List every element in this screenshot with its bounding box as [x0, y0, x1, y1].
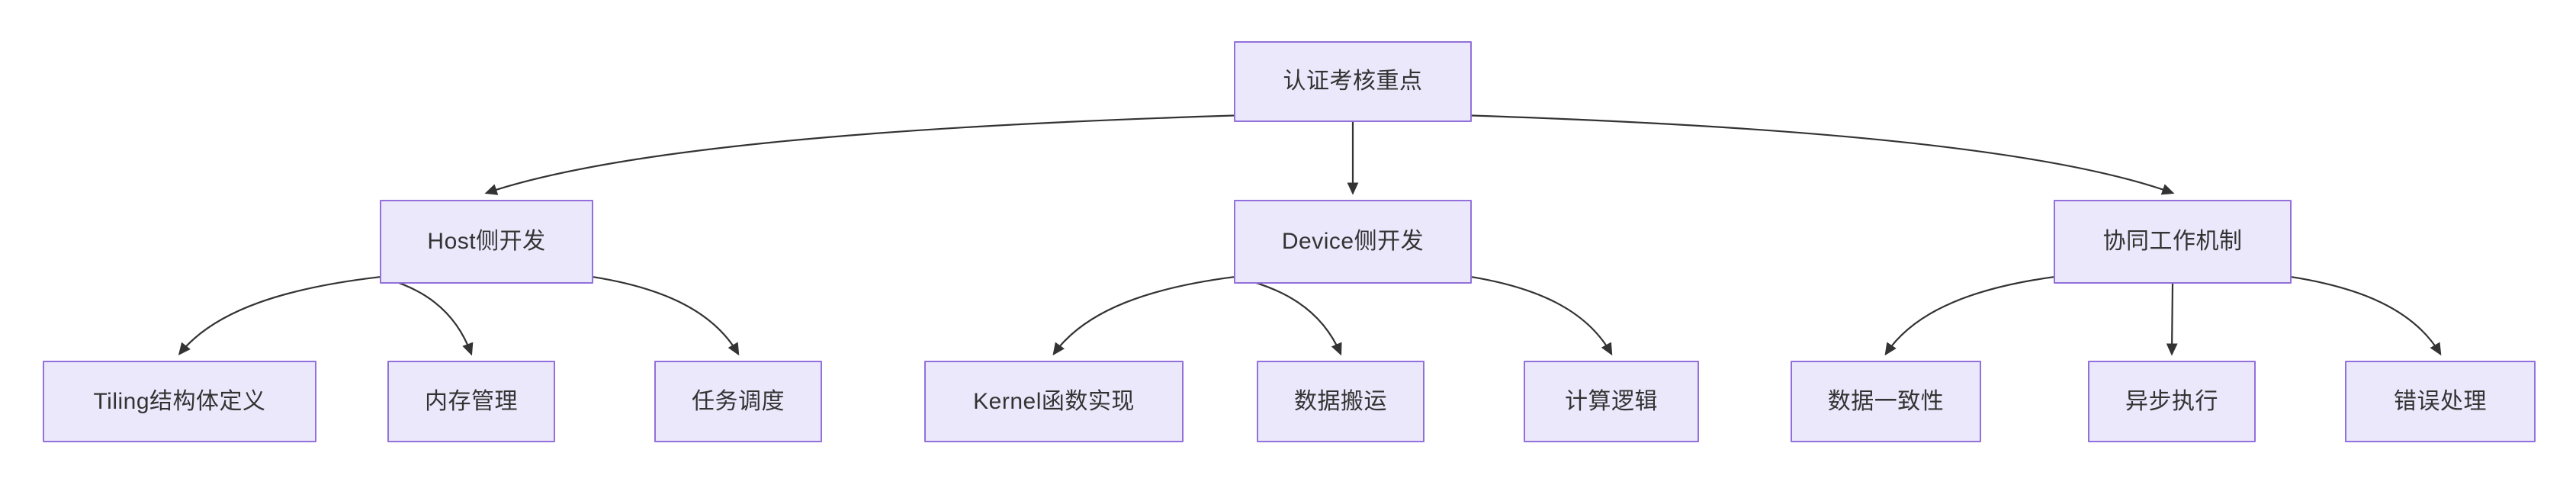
flow-node-label: 协同工作机制 [2102, 229, 2243, 254]
flow-node-error[interactable]: 错误处理 [2345, 361, 2536, 442]
flow-node-kernel[interactable]: Kernel函数实现 [924, 361, 1184, 442]
flow-node-label: 计算逻辑 [1565, 388, 1658, 414]
flow-node-label: 数据一致性 [1827, 388, 1945, 414]
flow-node-label: 认证考核重点 [1283, 69, 1423, 94]
flow-node-coop[interactable]: 协同工作机制 [2054, 200, 2292, 284]
flow-edge-root-to-host [484, 114, 1235, 195]
flow-node-label: 数据搬运 [1294, 388, 1387, 414]
flow-edge-root-to-coop [1471, 114, 2175, 195]
flow-node-tiling[interactable]: Tiling结构体定义 [43, 361, 316, 442]
flow-node-label: Host侧开发 [427, 229, 546, 254]
flow-edge-host-to-tiling [178, 276, 381, 356]
flow-node-consis[interactable]: 数据一致性 [1791, 361, 1981, 442]
flow-node-label: 错误处理 [2394, 388, 2487, 414]
flow-node-label: Kernel函数实现 [973, 388, 1135, 414]
flow-edge-host-to-mem [379, 276, 474, 356]
flow-node-label: Device侧开发 [1281, 229, 1425, 254]
flow-node-sched[interactable]: 任务调度 [654, 361, 822, 442]
flow-node-host[interactable]: Host侧开发 [380, 200, 593, 284]
flow-node-mem[interactable]: 内存管理 [387, 361, 555, 442]
flow-node-async[interactable]: 异步执行 [2088, 361, 2256, 442]
flow-node-label: 任务调度 [692, 388, 785, 414]
flow-edge-coop-to-error [2291, 276, 2442, 356]
flow-edge-device-to-calc [1471, 276, 1613, 356]
flow-node-calc[interactable]: 计算逻辑 [1524, 361, 1699, 442]
flow-node-label: 内存管理 [425, 388, 518, 414]
flow-node-label: 异步执行 [2125, 388, 2218, 414]
flow-node-label: Tiling结构体定义 [93, 388, 266, 414]
flow-edge-coop-to-async [2166, 283, 2178, 356]
flow-node-device[interactable]: Device侧开发 [1234, 200, 1472, 284]
flow-edge-host-to-sched [593, 276, 740, 356]
flow-edge-device-to-kernel [1052, 276, 1235, 356]
flow-edge-coop-to-consis [1884, 276, 2054, 356]
flow-edge-device-to-move [1233, 276, 1342, 356]
flow-node-move[interactable]: 数据搬运 [1257, 361, 1425, 442]
flow-node-root[interactable]: 认证考核重点 [1234, 41, 1472, 122]
